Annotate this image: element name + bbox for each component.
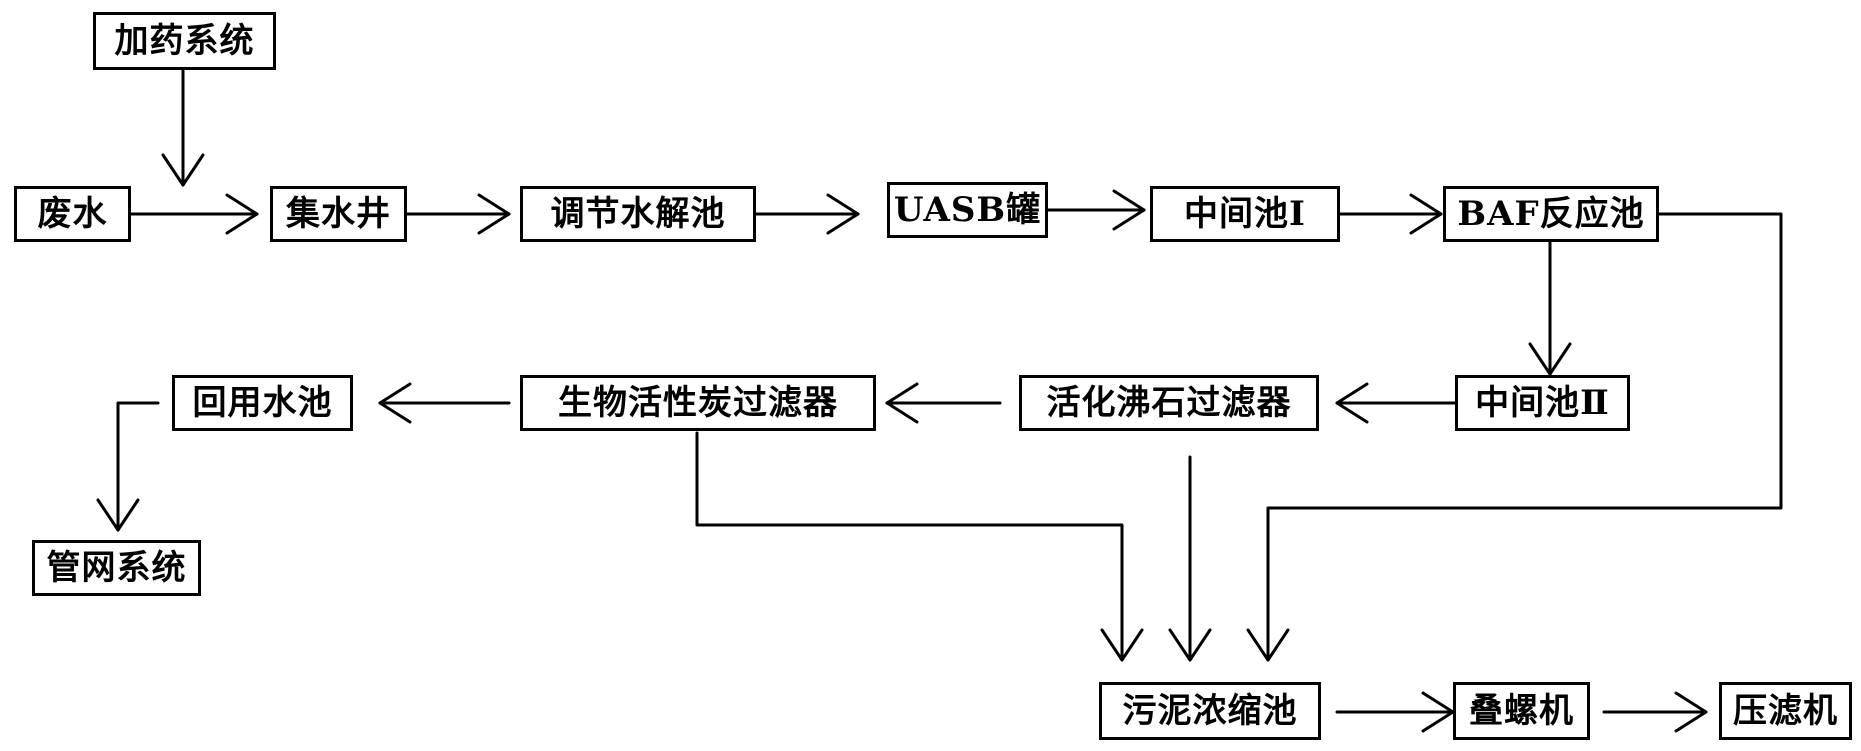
arrow-carbon-filter-to-reuse-tank <box>378 382 511 424</box>
uasb-tank-box: UASB罐 <box>887 182 1048 238</box>
intermediate-tank-1-box: 中间池Ⅰ <box>1150 186 1340 242</box>
arrow-collection-well-to-hydrolysis-tank <box>405 193 511 235</box>
wastewater-box: 废水 <box>14 186 131 242</box>
arrow-sludge-thickener-to-screw-press <box>1335 691 1455 733</box>
sludge-thickener-box: 污泥浓缩池 <box>1099 682 1321 740</box>
dosing-system-box: 加药系统 <box>93 12 276 70</box>
arrow-zeolite-filter-to-carbon-filter <box>885 382 1002 424</box>
arrow-intermediate-tank-1-to-baf <box>1338 193 1443 235</box>
collection-well-box: 集水井 <box>270 186 407 242</box>
arrow-screw-press-to-filter-press <box>1602 691 1708 733</box>
zeolite-filter-box: 活化沸石过滤器 <box>1019 375 1319 431</box>
arrow-intermediate-tank-2-to-zeolite-filter <box>1335 382 1457 424</box>
arrow-hydrolysis-tank-to-uasb <box>754 193 860 235</box>
arrow-baf-to-sludge-thickener <box>1246 212 1783 662</box>
arrow-reuse-tank-to-pipe-network <box>96 401 160 532</box>
screw-press-box: 叠螺机 <box>1453 682 1590 740</box>
filter-press-box: 压滤机 <box>1719 682 1852 740</box>
arrow-baf-to-intermediate-tank-2 <box>1528 241 1572 376</box>
arrow-uasb-to-intermediate-tank-1 <box>1046 189 1146 231</box>
hydrolysis-tank-box: 调节水解池 <box>520 186 756 242</box>
arrow-zeolite-filter-to-sludge-thickener <box>1168 455 1212 662</box>
arrow-carbon-filter-to-sludge-thickener <box>695 431 1144 662</box>
pipe-network-box: 管网系统 <box>32 540 201 596</box>
baf-tank-box: BAF反应池 <box>1443 186 1659 242</box>
arrow-dosing-to-main <box>161 68 205 187</box>
activated-carbon-filter-box: 生物活性炭过滤器 <box>520 375 876 431</box>
arrow-wastewater-to-collection-well <box>129 193 259 235</box>
reuse-tank-box: 回用水池 <box>172 375 353 431</box>
intermediate-tank-2-box: 中间池Ⅱ <box>1455 375 1630 431</box>
